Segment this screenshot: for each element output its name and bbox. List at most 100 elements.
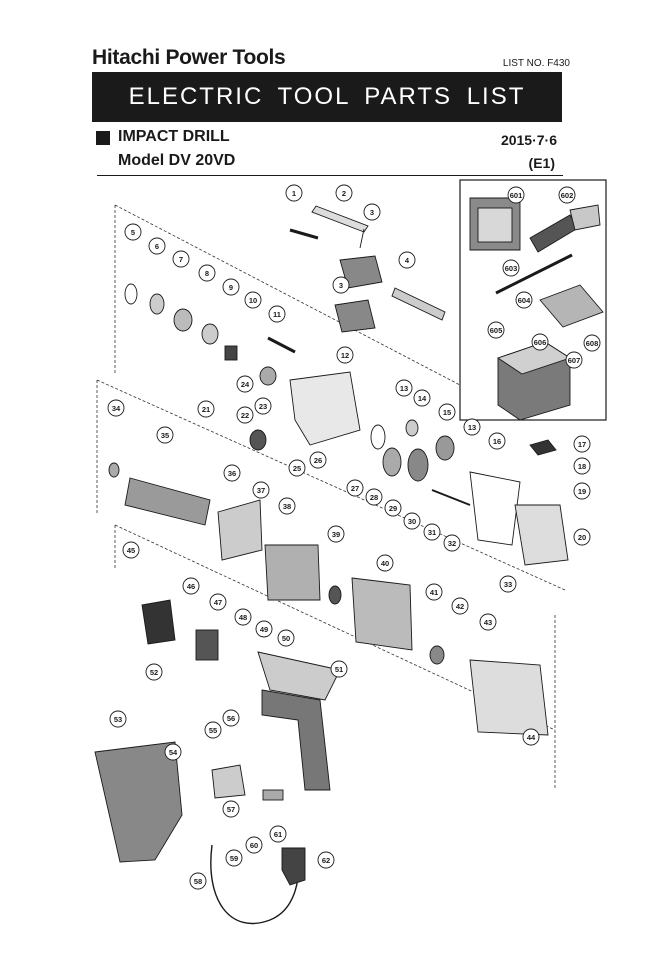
callout-25 [288,459,306,477]
callout-47 [209,593,227,611]
callout-26 [309,451,327,469]
svg-text:32: 32 [448,539,456,548]
callout-30 [403,512,421,530]
svg-text:14: 14 [418,394,427,403]
header-rule [97,175,563,176]
callout-4 [398,251,416,269]
svg-text:39: 39 [332,530,340,539]
svg-text:23: 23 [259,402,267,411]
svg-text:7: 7 [179,255,183,264]
callout-28 [365,488,383,506]
svg-text:22: 22 [241,411,249,420]
svg-text:57: 57 [227,805,235,814]
callout-48 [234,608,252,626]
callout-16 [488,432,506,450]
svg-text:606: 606 [534,338,547,347]
callout-17 [573,435,591,453]
callout-6 [148,237,166,255]
bullet-square [96,131,110,145]
list-date: 2015·7·6 [500,132,557,148]
callout-22 [236,406,254,424]
callout-58 [189,872,207,890]
svg-text:603: 603 [505,264,518,273]
callout-43 [479,613,497,631]
svg-text:12: 12 [341,351,349,360]
svg-text:51: 51 [335,665,343,674]
callout-18 [573,457,591,475]
callout-42 [451,597,469,615]
svg-text:19: 19 [578,487,586,496]
svg-text:602: 602 [561,191,574,200]
svg-text:44: 44 [527,733,536,742]
callout-13a [395,379,413,397]
brand-title: Hitachi Power Tools [92,46,286,69]
callout-11 [268,305,286,323]
svg-text:56: 56 [227,714,235,723]
callout-3a [363,203,381,221]
callout-27 [346,479,364,497]
title-banner: ELECTRIC TOOL PARTS LIST [92,72,562,122]
svg-text:47: 47 [214,598,222,607]
svg-text:35: 35 [161,431,169,440]
svg-text:17: 17 [578,440,586,449]
svg-text:53: 53 [114,715,122,724]
svg-text:604: 604 [518,296,531,305]
callout-41 [425,583,443,601]
callout-56 [222,709,240,727]
svg-text:2: 2 [342,189,346,198]
callout-52 [145,663,163,681]
svg-text:25: 25 [293,464,301,473]
svg-text:26: 26 [314,456,322,465]
svg-text:58: 58 [194,877,202,886]
svg-text:27: 27 [351,484,359,493]
callout-50 [277,629,295,647]
svg-text:1: 1 [292,189,296,198]
callout-55 [204,721,222,739]
callout-33 [499,575,517,593]
svg-text:13: 13 [400,384,408,393]
callout-46 [182,577,200,595]
svg-text:43: 43 [484,618,492,627]
svg-text:45: 45 [127,546,135,555]
callout-37 [252,481,270,499]
callout-57 [222,800,240,818]
svg-text:3: 3 [370,208,374,217]
callout-20 [573,528,591,546]
callout-29 [384,499,402,517]
callout-38 [278,497,296,515]
part-callouts [107,184,601,890]
svg-text:30: 30 [408,517,416,526]
svg-text:605: 605 [490,326,503,335]
svg-text:55: 55 [209,726,217,735]
svg-text:34: 34 [112,404,121,413]
svg-text:15: 15 [443,408,451,417]
svg-text:36: 36 [228,469,236,478]
svg-text:28: 28 [370,493,378,502]
callout-labels: 1 2 3 3 4 5 6 7 8 9 10 11 12 13 13 14 15… [112,189,598,886]
callout-24 [236,375,254,393]
callout-31 [423,523,441,541]
svg-text:60: 60 [250,841,258,850]
list-version: (E1) [528,155,555,171]
svg-text:62: 62 [322,856,330,865]
svg-text:29: 29 [389,504,397,513]
callout-605 [487,321,505,339]
callout-8 [198,264,216,282]
callout-7 [172,250,190,268]
svg-text:37: 37 [257,486,265,495]
svg-text:33: 33 [504,580,512,589]
callout-10 [244,291,262,309]
svg-text:24: 24 [241,380,250,389]
svg-text:4: 4 [405,256,410,265]
callout-601 [507,186,525,204]
callout-59 [225,849,243,867]
svg-text:11: 11 [273,310,281,319]
callout-62 [317,851,335,869]
callout-604 [515,291,533,309]
callout-9 [222,278,240,296]
callout-32 [443,534,461,552]
callout-3b [332,276,350,294]
svg-text:50: 50 [282,634,290,643]
svg-text:21: 21 [202,405,210,414]
